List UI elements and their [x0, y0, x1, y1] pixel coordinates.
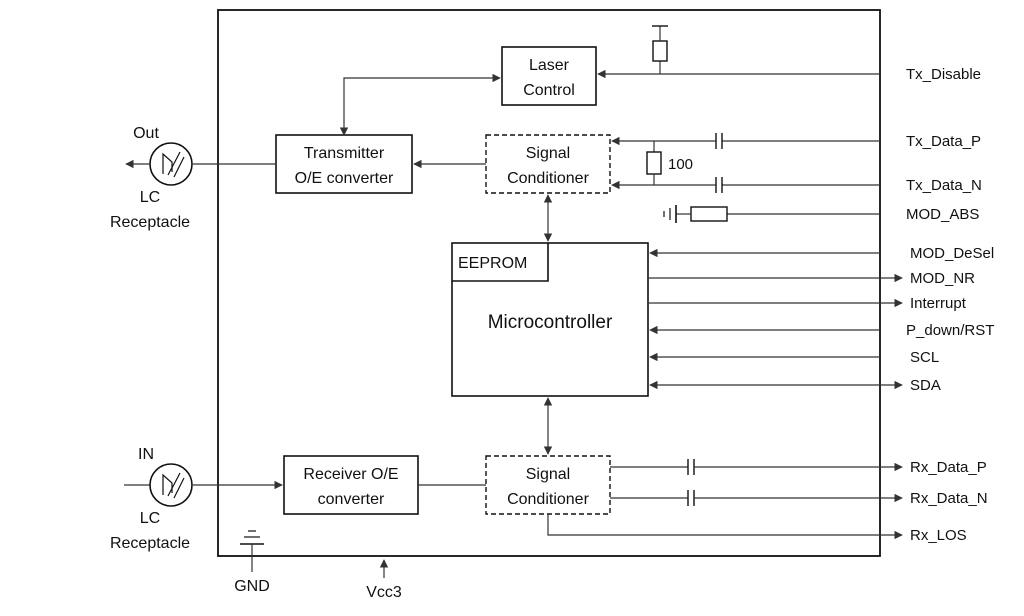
pin-rx-los: Rx_LOS — [910, 527, 967, 544]
in-receptacle: IN LC Receptacle — [110, 446, 283, 552]
rx-data-n-line: Rx_Data_N — [610, 490, 988, 507]
tx-data-n-line: Tx_Data_N — [611, 177, 982, 194]
pin-rx-data-p: Rx_Data_P — [910, 459, 987, 476]
rx-conditioner-label-2: Conditioner — [507, 491, 590, 508]
pin-tx-disable: Tx_Disable — [906, 66, 981, 83]
rx-signal-conditioner-block: Signal Conditioner — [485, 455, 611, 515]
photodiode-icon — [149, 463, 193, 507]
tx-conditioner-label-2: Conditioner — [507, 170, 590, 187]
mod-desel-line: MOD_DeSel — [649, 245, 994, 262]
tx-conditioner-label-1: Signal — [526, 145, 570, 162]
receiver-label-1: Receiver O/E — [303, 466, 398, 483]
vcc-input: Vcc3 — [366, 559, 402, 601]
mod-nr-line: MOD_NR — [648, 270, 975, 287]
tx-termination-resistor: 100 — [646, 141, 693, 185]
sda-line: SDA — [649, 377, 941, 394]
transmitter-label-2: O/E converter — [295, 170, 394, 187]
pin-mod-abs: MOD_ABS — [906, 206, 979, 223]
mod-abs-line: MOD_ABS — [663, 205, 979, 223]
gnd-label: GND — [234, 578, 270, 595]
out-label: Out — [133, 125, 159, 142]
rx-data-p-line: Rx_Data_P — [610, 459, 987, 476]
pin-rx-data-n: Rx_Data_N — [910, 490, 988, 507]
transmitter-block: Transmitter O/E converter — [275, 134, 413, 194]
microcontroller-block: EEPROM Microcontroller — [451, 242, 649, 397]
pin-p-down-rst: P_down/RST — [906, 322, 994, 339]
receptacle-bottom-label-2: Receptacle — [110, 535, 190, 552]
receiver-label-2: converter — [318, 491, 385, 508]
pin-tx-data-p: Tx_Data_P — [906, 133, 981, 150]
tx-data-p-line: Tx_Data_P — [611, 133, 981, 150]
receptacle-top-label-2: Receptacle — [110, 214, 190, 231]
laser-control-label-1: Laser — [529, 57, 570, 74]
module-outline — [217, 9, 881, 557]
in-label: IN — [138, 446, 154, 463]
pin-tx-data-n: Tx_Data_N — [906, 177, 982, 194]
resistor-value: 100 — [668, 156, 693, 173]
p-down-rst-line: P_down/RST — [649, 322, 994, 339]
rx-conditioner-label-1: Signal — [526, 466, 570, 483]
scl-line: SCL — [649, 349, 939, 366]
pin-sda: SDA — [910, 377, 941, 394]
pin-scl: SCL — [910, 349, 939, 366]
tx-signal-conditioner-block: Signal Conditioner — [485, 134, 611, 194]
receptacle-bottom-label-1: LC — [140, 510, 160, 527]
pin-mod-desel: MOD_DeSel — [910, 245, 994, 262]
pin-mod-nr: MOD_NR — [910, 270, 975, 287]
rx-los-line: Rx_LOS — [547, 514, 967, 544]
laser-control-label-2: Control — [523, 82, 575, 99]
vcc-label: Vcc3 — [366, 584, 402, 601]
interrupt-line: Interrupt — [648, 295, 967, 312]
transmitter-label-1: Transmitter — [304, 145, 385, 162]
microcontroller-label: Microcontroller — [488, 312, 613, 333]
ground-symbol: GND — [234, 530, 270, 595]
pin-interrupt: Interrupt — [910, 295, 967, 312]
led-icon — [149, 142, 193, 186]
eeprom-label: EEPROM — [458, 255, 527, 272]
laser-control-block: Laser Control — [501, 46, 597, 106]
tx-disable-line: Tx_Disable — [597, 25, 981, 83]
receptacle-top-label-1: LC — [140, 189, 160, 206]
receiver-block: Receiver O/E converter — [283, 455, 419, 515]
pull-up-resistor — [652, 40, 668, 62]
mod-abs-resistor — [690, 206, 728, 222]
laser-to-transmitter-link — [339, 73, 501, 136]
out-receptacle: Out LC Receptacle — [110, 125, 276, 231]
